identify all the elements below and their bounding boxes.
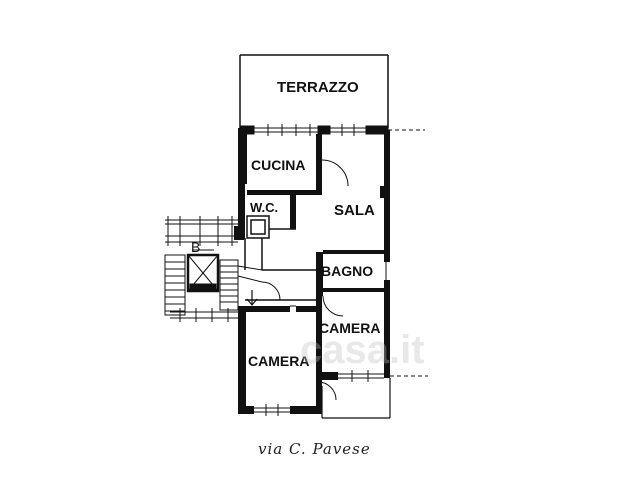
bagno-walls [316, 250, 390, 296]
stair-label: B [191, 239, 201, 255]
room-label-camera-left: CAMERA [248, 353, 310, 369]
stairwell-rails [165, 216, 238, 246]
room-label-bagno: BAGNO [321, 263, 374, 279]
room-label-camera-right: CAMERA [319, 320, 381, 336]
hallway-walls [244, 238, 318, 301]
kitchen-walls [247, 134, 322, 229]
top-wall [239, 124, 425, 136]
elevator-shaft [186, 249, 220, 293]
room-label-terrazzo: TERRAZZO [277, 79, 359, 96]
camera-left-walls [238, 305, 322, 416]
watermark-logo: casa.it [300, 328, 425, 372]
wc-walls [246, 215, 296, 239]
right-wall-upper [380, 130, 390, 252]
door-swings [261, 159, 349, 401]
room-label-wc: W.C. [250, 200, 279, 215]
stairwell-lower-rails [170, 308, 238, 322]
street-name: via C. Pavese [258, 440, 371, 458]
room-label-sala: SALA [334, 202, 375, 219]
stair-flight-right [219, 259, 263, 311]
camera-right-walls [316, 292, 428, 386]
terrace-outline [239, 54, 389, 128]
entrance-arrow-icon [246, 290, 258, 306]
room-label-cucina: CUCINA [251, 157, 306, 173]
stairwell-pillar [234, 226, 244, 240]
stair-flight-left [164, 254, 186, 316]
left-wall-upper [238, 128, 247, 239]
lower-terrace [321, 378, 391, 419]
